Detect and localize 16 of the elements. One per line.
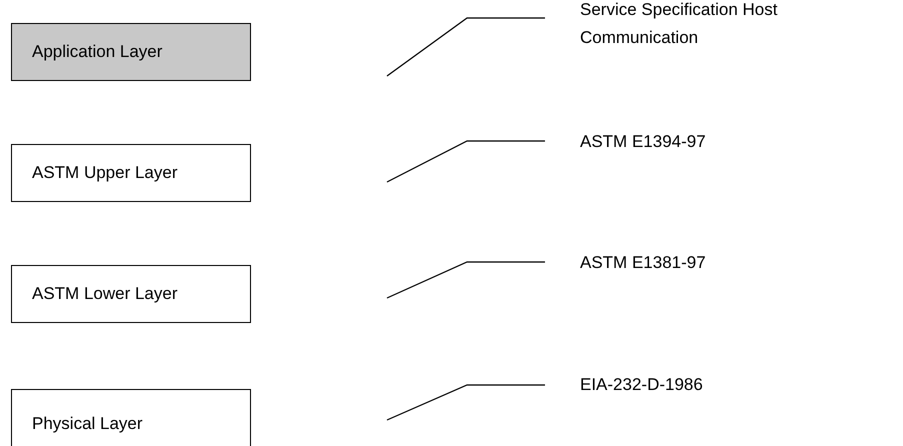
layer-box bbox=[11, 265, 251, 323]
leader-line bbox=[386, 140, 545, 183]
layer-name: ASTM Upper Layer bbox=[32, 163, 178, 183]
standard-label: ASTM E1381-97 bbox=[580, 253, 706, 272]
leader-line bbox=[386, 17, 545, 76]
layer-box bbox=[11, 23, 251, 81]
leader-line bbox=[386, 384, 545, 421]
layer-name: Application Layer bbox=[32, 42, 162, 62]
layer-name: Physical Layer bbox=[32, 414, 143, 434]
layer-box bbox=[11, 389, 251, 446]
standard-label: EIA-232-D-1986 bbox=[580, 375, 703, 394]
layer-box bbox=[11, 144, 251, 202]
leader-line bbox=[386, 261, 545, 299]
standard-label: Service Specification Host Communication bbox=[580, 0, 778, 47]
layer-name: ASTM Lower Layer bbox=[32, 284, 178, 304]
standard-label: ASTM E1394-97 bbox=[580, 132, 706, 151]
